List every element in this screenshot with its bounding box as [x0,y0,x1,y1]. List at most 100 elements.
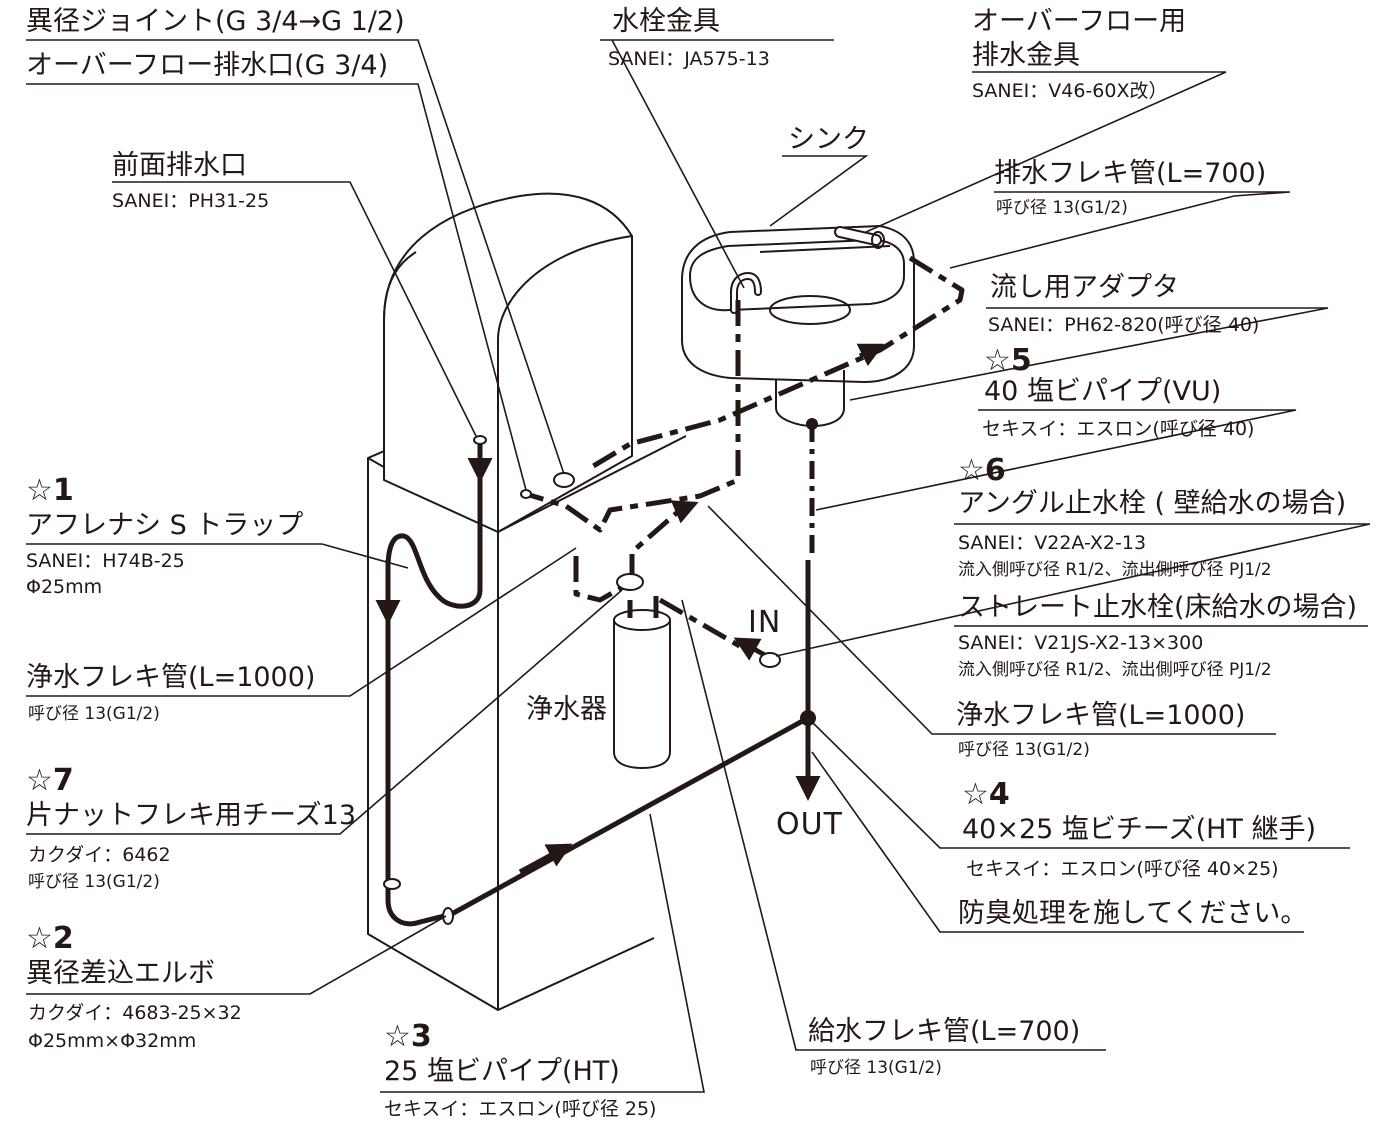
leader-item6 [775,523,1371,657]
label-item1-size: Φ25mm [26,576,103,598]
label-item1-title: アフレナシ S トラップ [26,510,304,541]
label-item2-size: Φ25mm×Φ32mm [28,1030,197,1052]
leader-sink [769,155,869,227]
overflow-fitting [834,226,885,249]
label-overflow-fitting-model: SANEI：V46-60X改） [972,80,1168,102]
item5-number: 5 [1010,343,1032,378]
item4-marker: ☆4 [962,780,1010,810]
cheese-tee [616,573,644,591]
label-in: IN [748,605,782,640]
label-item6-title: アングル止水栓 ( 壁給水の場合) [958,488,1347,519]
water-purifier [613,596,671,769]
label-item1-model: SANEI：H74B-25 [26,550,185,572]
item2-number: 2 [52,921,74,956]
overflow-outlet [520,489,532,499]
label-clean-flex-left-size: 呼び径 13(G1/2) [28,704,160,724]
star-icon: ☆ [958,453,985,488]
item6-number: 6 [984,453,1006,488]
leader-item2 [26,915,447,995]
star-icon: ☆ [26,763,53,798]
drain-arrow [856,343,885,367]
leader-front-drain [112,181,477,437]
leader-clean-flex-right [707,505,1276,735]
leader-overflow-fitting [865,71,1227,233]
star-icon: ☆ [26,921,53,956]
front-drain-pipe [385,442,483,927]
label-supply-flex: 給水フレキ管(L=700) [808,1016,1081,1047]
label-sink-adapter: 流し用アダプタ [990,272,1179,303]
reducer-joint [553,472,575,488]
item3-number: 3 [410,1019,432,1054]
leader-supply-flex [681,599,1106,1051]
leader-clean-flex-left [26,547,577,697]
leader-faucet [600,39,834,289]
label-overflow-fitting-2: 排水金具 [972,40,1080,71]
star-icon: ☆ [26,473,53,508]
label-overflow-fitting-1: オーバーフロー用 [972,6,1187,37]
label-item5-title: 40 塩ビパイプ(VU) [984,376,1222,407]
front-drain-cap [473,435,487,445]
item1-number: 1 [52,473,74,508]
purifier-in-line [573,556,630,603]
leader-item3 [380,813,705,1093]
elbow-joint-a [383,878,401,890]
pvc-25-arrow [518,843,573,875]
label-sink-adapter-model: SANEI：PH62-820(呼び径 40) [988,314,1260,336]
leader-item1 [26,543,409,569]
inlet-line [658,597,752,655]
item1-marker: ☆1 [26,476,74,506]
item6-marker: ☆6 [958,456,1006,486]
label-clean-flex-right-size: 呼び径 13(G1/2) [958,740,1090,760]
star-icon: ☆ [384,1019,411,1054]
label-drain-flex-size: 呼び径 13(G1/2) [996,198,1128,218]
label-item7-model: カクダイ：6462 [28,844,171,866]
leader-ikei-joint [26,39,565,475]
pvc-25-pipe [446,715,810,919]
label-straight-valve-spec: 流入側呼び径 R1/2、流出側呼び径 PJ1/2 [958,660,1272,680]
label-faucet-model: SANEI：JA575-13 [608,48,770,70]
item4-number: 4 [988,777,1010,812]
label-item4-model: セキスイ：エスロン(呼び径 40×25) [966,858,1279,880]
faucet [730,272,762,314]
label-clean-flex-right: 浄水フレキ管(L=1000) [956,700,1246,731]
label-overflow-outlet: オーバーフロー排水口(G 3/4) [26,50,389,81]
label-sink: シンク [788,124,869,155]
adapter-dot [806,418,818,430]
item2-marker: ☆2 [26,924,74,954]
label-straight-valve-model: SANEI：V21JS-X2-13×300 [958,632,1204,654]
leader-sink-adapter [849,307,1329,401]
leader-drain-flex [949,191,1291,269]
item7-number: 7 [52,763,74,798]
label-ikei-joint: 異径ジョイント(G 3/4→G 1/2) [26,6,405,37]
label-item6-model: SANEI：V22A-X2-13 [958,532,1147,554]
label-straight-valve: ストレート止水栓(床給水の場合) [958,592,1358,623]
item5-marker: ☆5 [984,346,1032,376]
label-item7-title: 片ナットフレキ用チーズ13 [26,800,357,831]
label-item5-model: セキスイ：エスロン(呼び径 40) [982,418,1255,440]
label-item6-spec: 流入側呼び径 R1/2、流出側呼び径 PJ1/2 [958,560,1272,580]
label-odor-note: 防臭処理を施してください。 [958,898,1308,929]
purifier-supply-line [629,500,699,580]
leader-item4 [811,721,1350,849]
leader-overflow-outlet [26,83,527,491]
angle-valve [759,652,781,668]
faucet-supply-line [525,300,741,533]
elbow-joint-b [442,907,454,925]
label-faucet: 水栓金具 [612,6,720,37]
label-item7-size: 呼び径 13(G1/2) [28,872,160,892]
label-out: OUT [776,807,843,842]
label-front-drain: 前面排水口 [112,150,247,181]
label-clean-flex-left: 浄水フレキ管(L=1000) [26,662,316,693]
label-item2-title: 異径差込エルボ [26,958,215,989]
label-item4-title: 40×25 塩ビチーズ(HT 継手) [962,814,1317,845]
item3-marker: ☆3 [384,1022,432,1052]
item7-marker: ☆7 [26,766,74,796]
leader-item7 [26,589,623,835]
label-front-drain-model: SANEI：PH31-25 [112,190,270,212]
leader-item5 [815,409,1297,511]
label-item3-title: 25 塩ビパイプ(HT) [384,1056,620,1087]
tee-joint [800,710,816,726]
label-item3-model: セキスイ：エスロン(呼び径 25) [384,1098,657,1120]
